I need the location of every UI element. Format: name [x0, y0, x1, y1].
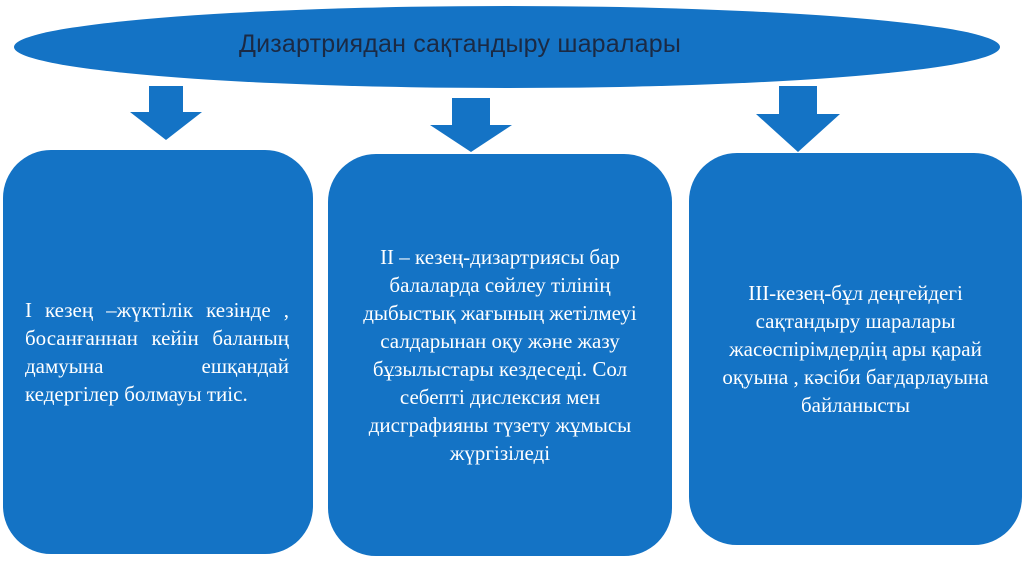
stage-text-1: I кезең –жүктілік кезінде , босанғаннан … — [25, 298, 289, 406]
stage-text-3: III-кезең-бұл деңгейдегі сақтандыру шара… — [722, 281, 989, 417]
stage-box-1: I кезең –жүктілік кезінде , босанғаннан … — [3, 150, 313, 554]
stage-text-2: II – кезең-дизартриясы бар балаларда сөй… — [363, 245, 637, 465]
diagram-title: Дизартриядан сақтандыру шаралары — [238, 30, 682, 58]
stage-box-2: II – кезең-дизартриясы бар балаларда сөй… — [328, 154, 672, 556]
arrow-to-stage-1 — [130, 86, 202, 140]
stage-box-3: III-кезең-бұл деңгейдегі сақтандыру шара… — [689, 153, 1022, 545]
arrow-to-stage-2 — [430, 98, 512, 152]
arrow-to-stage-3 — [756, 86, 840, 152]
header-ellipse — [14, 6, 1000, 88]
